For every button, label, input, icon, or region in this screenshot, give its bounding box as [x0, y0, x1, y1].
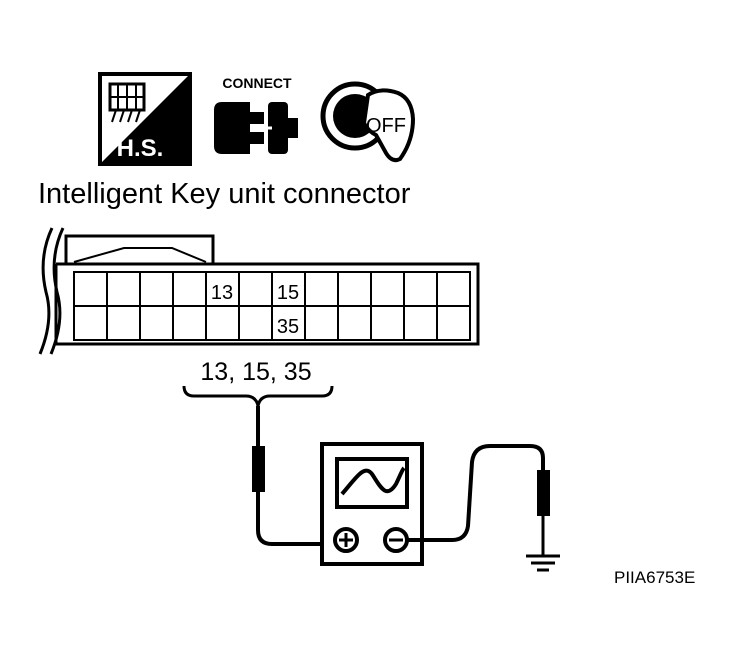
pin-35-label: 35 [277, 316, 299, 338]
connector-title: Intelligent Key unit connector [38, 178, 411, 210]
ignition-label: OFF [366, 115, 406, 137]
negative-probe [407, 444, 550, 556]
ground-icon [526, 554, 560, 572]
oscilloscope [320, 442, 424, 566]
pin-15-label: 15 [277, 282, 299, 304]
connector: 13 15 35 [38, 227, 480, 355]
positive-probe [252, 406, 336, 546]
connect-label: CONNECT [222, 75, 292, 91]
hs-label: H.S. [117, 135, 164, 162]
probe-brace [182, 385, 334, 407]
pin-13-label: 13 [211, 282, 233, 304]
waveform-icon [340, 466, 406, 496]
figure-code: PIIA6753E [614, 568, 695, 587]
ignition-off-icon: OFF [320, 81, 416, 163]
probe-pins-label: 13, 15, 35 [200, 358, 311, 386]
pin-grid [73, 271, 471, 341]
connect-icon: CONNECT [214, 75, 298, 154]
harness-side-icon: H.S. [98, 72, 192, 166]
